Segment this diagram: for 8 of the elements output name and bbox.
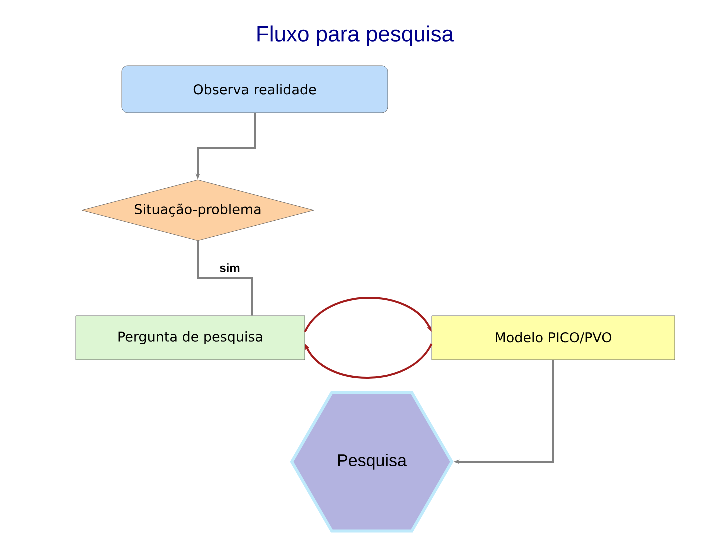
title: Fluxo para pesquisa [258,26,454,46]
process-box: Pergunta de pesquisa [76,316,306,360]
connector [197,241,253,316]
edge-label: sim [218,262,242,274]
curved-arrow [305,343,433,379]
process-box: Modelo PICO/PVO [432,316,676,360]
process-box: Observa realidade [122,66,388,114]
curved-arrow [304,297,432,333]
